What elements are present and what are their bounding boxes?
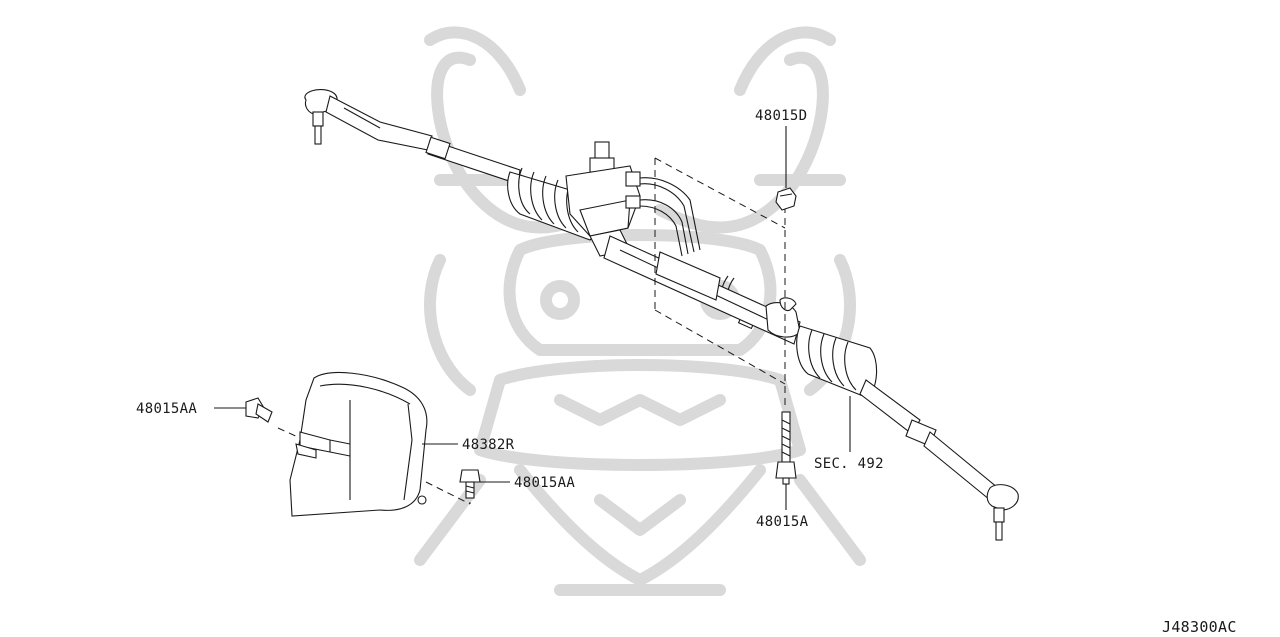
bolt-48015aa-left xyxy=(245,397,273,423)
callout-48015aa-left: 48015AA xyxy=(136,401,197,417)
callout-48382r: 48382R xyxy=(462,437,515,453)
rack-tube xyxy=(603,235,801,345)
stud-48015a xyxy=(775,411,797,485)
bolt-48015aa-center xyxy=(459,469,481,499)
diagram-code: J48300AC xyxy=(1162,618,1237,636)
gear-housing xyxy=(565,141,641,257)
boot-left xyxy=(507,167,599,241)
tie-rod-right xyxy=(859,379,999,501)
leader-lines xyxy=(214,126,851,510)
callout-48015a: 48015A xyxy=(756,514,809,530)
tie-rod-end-left xyxy=(304,89,433,151)
tie-rod-end-right xyxy=(986,484,1019,541)
callout-48015d: 48015D xyxy=(755,108,807,124)
callout-48015aa-center: 48015AA xyxy=(514,475,575,491)
nut-48015d xyxy=(775,187,797,211)
mounting-guides xyxy=(277,157,786,505)
callout-sec-492: SEC. 492 xyxy=(814,456,884,472)
bracket-48382r xyxy=(289,372,428,517)
